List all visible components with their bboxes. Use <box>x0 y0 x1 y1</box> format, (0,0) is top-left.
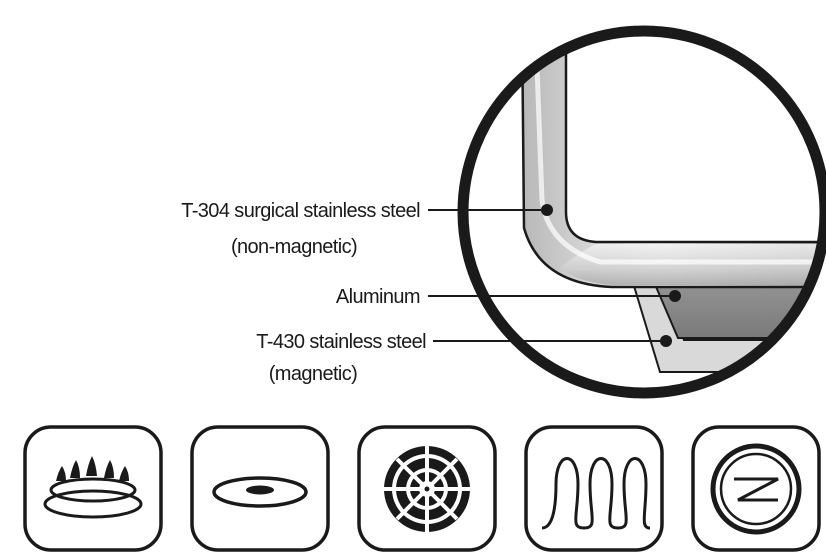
label-t430-steel: T-430 stainless steel <box>256 331 426 353</box>
callout-lines <box>428 204 681 347</box>
halogen-radiant-icon <box>357 425 497 552</box>
cooktop-compatibility-icons <box>23 425 821 552</box>
label-t430-steel-note: (magnetic) <box>269 363 357 385</box>
gas-burner-icon <box>23 425 163 552</box>
induction-coil-icon <box>524 425 664 552</box>
label-aluminum: Aluminum <box>336 286 420 308</box>
ceramic-glass-icon <box>691 425 821 552</box>
label-surgical-steel-note: (non-magnetic) <box>231 236 357 258</box>
label-surgical-steel: T-304 surgical stainless steel <box>181 200 420 222</box>
magnified-cross-section <box>457 25 826 399</box>
electric-hot-plate-icon <box>190 425 330 552</box>
